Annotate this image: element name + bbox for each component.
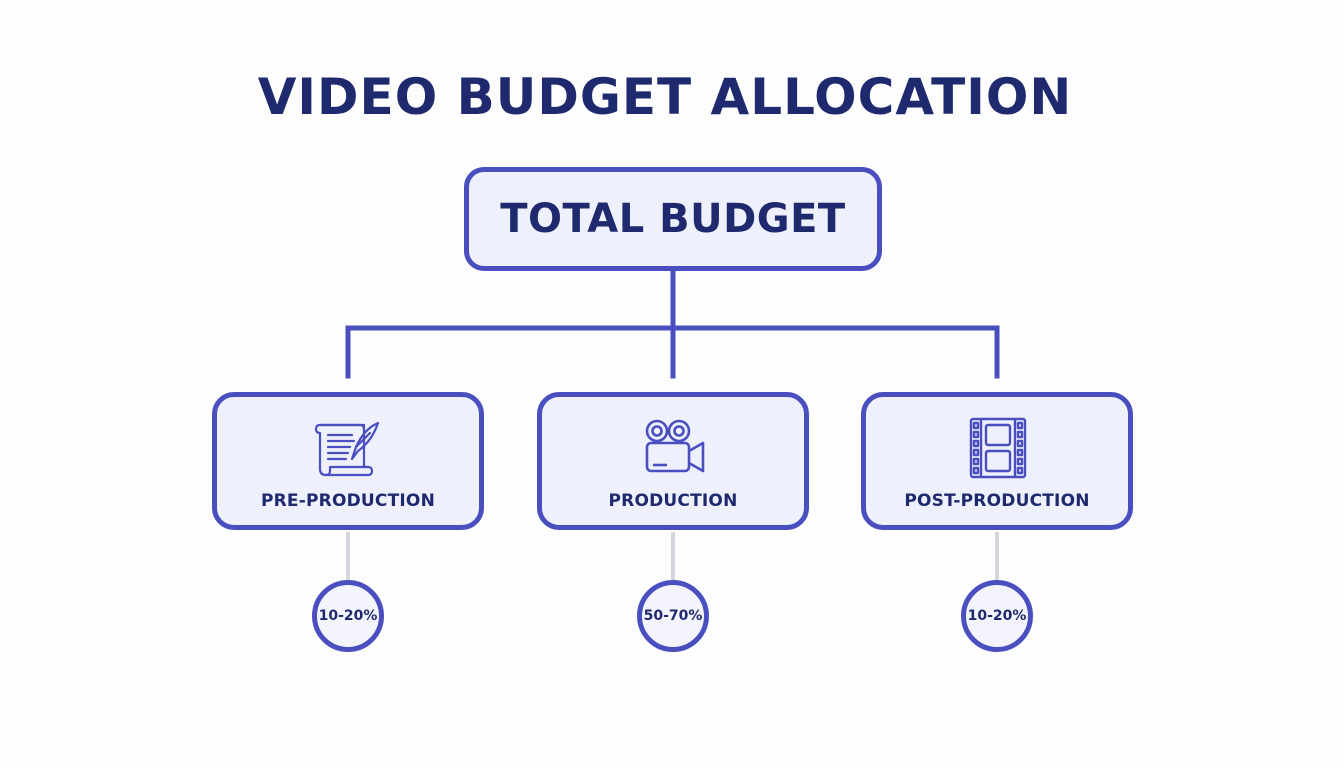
production-share-badge: 50-70% (637, 580, 709, 652)
total-budget-label: TOTAL BUDGET (500, 196, 846, 242)
phase-label: PRODUCTION (608, 491, 738, 511)
pre-production-node: PRE-PRODUCTION (212, 392, 484, 530)
pre-production-share-badge: 10-20% (312, 580, 384, 652)
diagram-title: VIDEO BUDGET ALLOCATION (257, 68, 1073, 126)
post-production-share-badge: 10-20% (961, 580, 1033, 652)
phase-label: PRE-PRODUCTION (260, 491, 435, 511)
post-production-node: POST-PRODUCTION (861, 392, 1133, 530)
script-quill-icon (314, 421, 380, 477)
phase-label: POST-PRODUCTION (904, 491, 1090, 511)
total-budget-node: TOTAL BUDGET (464, 167, 882, 271)
production-node: PRODUCTION (537, 392, 809, 530)
film-strip-icon (969, 417, 1027, 479)
film-camera-icon (645, 419, 705, 473)
